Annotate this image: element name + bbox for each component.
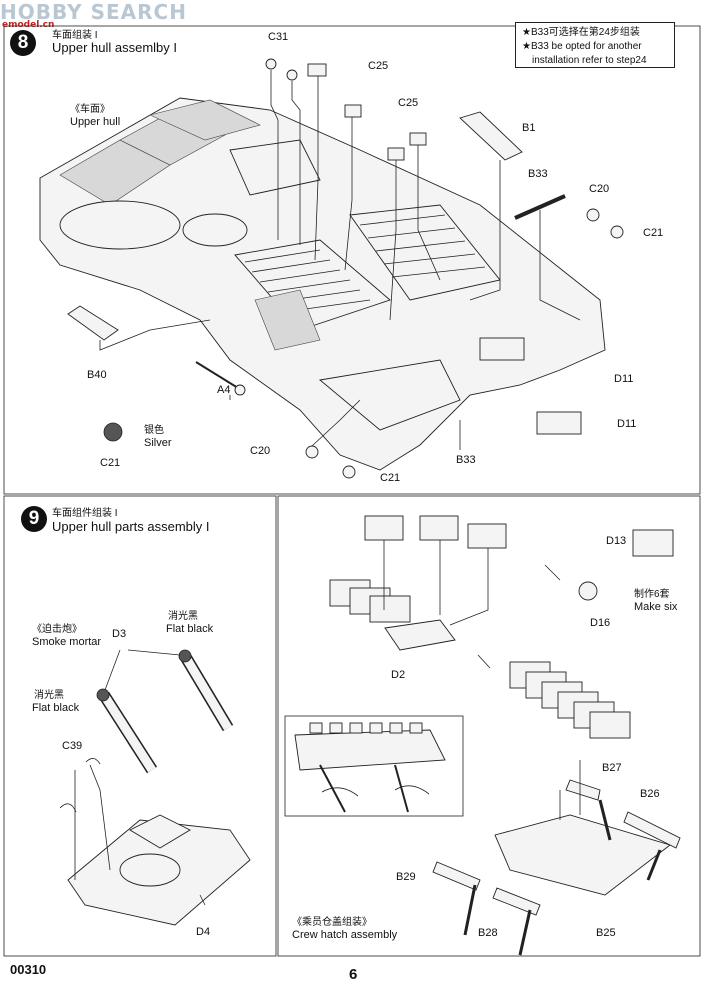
watermark-logo: HOBBY SEARCH emodel.cn	[0, 0, 220, 30]
label-b1: B1	[522, 122, 536, 134]
label-flat-black-1-cn: 消光黑	[168, 611, 198, 622]
step9-title-cn: 车面组件组装 I	[52, 508, 118, 519]
product-code: 00310	[10, 962, 47, 977]
label-flat-black-2-en: Flat black	[32, 702, 80, 714]
note-cn: ★B33可选择在第24步组装	[522, 27, 640, 38]
step8-title-cn: 车面组装 I	[52, 30, 98, 41]
watermark-brand: HOBBY SEARCH	[0, 0, 187, 24]
step9-number: 9	[21, 506, 47, 532]
label-silver-cn: 银色	[144, 425, 164, 436]
label-d11-b: D11	[617, 418, 637, 430]
label-c20-a: C20	[589, 183, 610, 195]
smoke-mortar-leader-lines	[74, 649, 206, 906]
label-b28: B28	[478, 927, 498, 939]
crew-hatch-inset-drawing	[294, 722, 446, 813]
label-b26: B26	[640, 788, 660, 800]
note-en-2: installation refer to step24	[532, 55, 647, 66]
label-d2: D2	[391, 669, 406, 681]
label-silver-en: Silver	[144, 437, 172, 449]
label-smoke-mortar-cn: 《迫击炮》	[32, 624, 82, 635]
label-crew-hatch-cn: 《乘员仓盖组装》	[292, 917, 372, 928]
step9-right-frame	[277, 495, 701, 957]
label-b40: B40	[87, 369, 107, 381]
step8-title-en: Upper hull assemlby I	[52, 40, 177, 55]
label-d11-a: D11	[614, 373, 634, 385]
label-make-six-en: Make six	[634, 601, 678, 613]
step9-left-frame	[3, 495, 277, 957]
step8-frame	[3, 25, 701, 495]
crew-hatch-inset-frame	[284, 715, 464, 817]
label-d16: D16	[590, 617, 611, 629]
label-upper-hull-cn: 《车面》	[70, 104, 110, 115]
label-b33-a: B33	[528, 168, 548, 180]
discharger-leader-lines	[383, 540, 581, 820]
discharger-drawing	[329, 515, 681, 956]
label-d3: D3	[112, 628, 127, 640]
upper-hull-drawing	[39, 97, 606, 471]
label-c39: C39	[62, 740, 83, 752]
page-number: 6	[349, 966, 358, 983]
label-d4: D4	[196, 926, 211, 938]
label-make-six-cn: 制作6套	[634, 589, 670, 600]
watermark-site: emodel.cn	[2, 20, 55, 30]
label-upper-hull-en: Upper hull	[70, 116, 121, 128]
label-c21-c: C21	[380, 472, 401, 484]
label-flat-black-2-cn: 消光黑	[34, 690, 64, 701]
label-c21-a: C21	[643, 227, 664, 239]
note-en-1: ★B33 be opted for another	[522, 41, 642, 52]
label-a4: A4	[217, 384, 231, 396]
label-b33-b: B33	[456, 454, 476, 466]
label-flat-black-1-en: Flat black	[166, 623, 214, 635]
step8-leader-lines	[99, 70, 581, 450]
label-b27: B27	[602, 762, 622, 774]
label-d13: D13	[606, 535, 627, 547]
step8-number: 8	[10, 30, 36, 56]
step9-title-en: Upper hull parts assembly I	[52, 519, 210, 534]
label-c25-a: C25	[368, 60, 389, 72]
smoke-mortar-drawing	[59, 649, 251, 926]
step8-parts	[67, 58, 624, 479]
step8-note-box: ★B33可选择在第24步组装 ★B33 be opted for another…	[515, 22, 675, 68]
label-b29: B29	[396, 871, 416, 883]
label-crew-hatch-en: Crew hatch assembly	[292, 929, 398, 941]
label-b25: B25	[596, 927, 616, 939]
label-c31: C31	[268, 31, 289, 43]
label-c25-b: C25	[398, 97, 419, 109]
label-smoke-mortar-en: Smoke mortar	[32, 636, 102, 648]
label-c21-b: C21	[100, 457, 121, 469]
label-c20-b: C20	[250, 445, 271, 457]
